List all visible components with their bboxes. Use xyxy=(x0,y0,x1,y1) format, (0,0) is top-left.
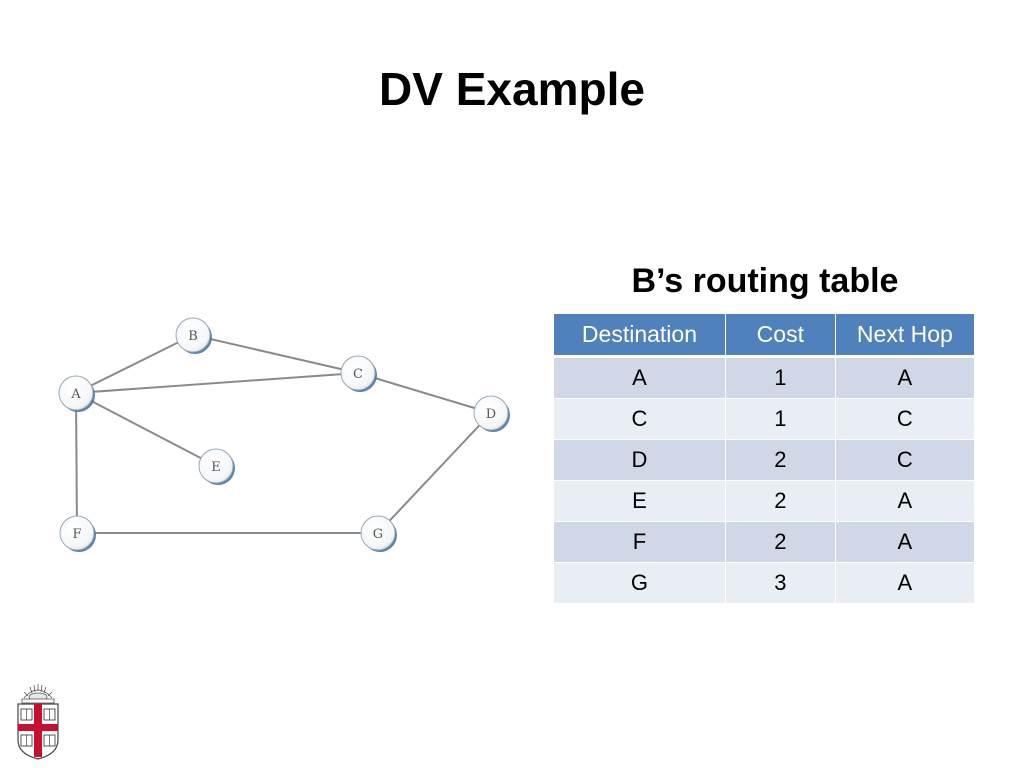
graph-node-label: A xyxy=(70,387,81,402)
university-shield-icon xyxy=(17,684,59,760)
cell-next-hop: A xyxy=(834,356,976,399)
graph-edge-a-f xyxy=(75,392,78,534)
cell-cost: 2 xyxy=(724,480,836,522)
graph-edge-a-c xyxy=(75,372,359,394)
cell-destination: D xyxy=(553,439,726,481)
network-graph: A B C D E F G xyxy=(58,317,510,552)
routing-table-header-row: Destination Cost Next Hop xyxy=(553,313,976,358)
graph-node-a: A xyxy=(58,375,95,412)
column-header-next-hop: Next Hop xyxy=(834,313,976,358)
graph-node-c: C xyxy=(340,355,377,392)
graph-edge-a-e xyxy=(75,392,217,467)
cell-next-hop: C xyxy=(834,398,976,440)
table-row: D 2 C xyxy=(553,439,976,481)
graph-node-label: B xyxy=(188,329,198,344)
graph-node-e: E xyxy=(198,448,235,485)
cell-cost: 1 xyxy=(724,398,836,440)
graph-edge-d-g xyxy=(377,412,492,534)
graph-node-label: E xyxy=(211,460,221,475)
graph-node-label: F xyxy=(72,527,81,542)
graph-edges xyxy=(75,334,492,534)
slide-title: DV Example xyxy=(379,63,645,115)
graph-node-label: D xyxy=(486,407,496,422)
cell-destination: C xyxy=(553,398,726,440)
graph-node-label: C xyxy=(353,367,363,382)
graph-node-g: G xyxy=(360,515,397,552)
graph-edge-b-c xyxy=(192,334,359,374)
table-row: F 2 A xyxy=(553,521,976,563)
graph-nodes: A B C D E F G xyxy=(58,317,510,552)
table-row: C 1 C xyxy=(553,398,976,440)
cell-destination: A xyxy=(553,356,726,399)
graph-node-f: F xyxy=(59,515,96,552)
column-header-cost: Cost xyxy=(724,313,836,358)
table-row: A 1 A xyxy=(553,356,976,399)
cell-destination: F xyxy=(553,521,726,563)
cell-cost: 3 xyxy=(724,562,836,604)
cell-destination: G xyxy=(553,562,726,604)
cell-next-hop: A xyxy=(834,521,976,563)
graph-edge-a-b xyxy=(75,334,194,394)
cell-next-hop: A xyxy=(834,562,976,604)
graph-node-b: B xyxy=(175,317,212,354)
graph-node-d: D xyxy=(473,395,510,432)
graph-edge-c-d xyxy=(357,372,492,414)
table-row: E 2 A xyxy=(553,480,976,522)
cell-next-hop: A xyxy=(834,480,976,522)
column-header-destination: Destination xyxy=(553,313,726,358)
routing-table: Destination Cost Next Hop A 1 A C 1 C D … xyxy=(553,313,976,604)
cell-cost: 2 xyxy=(724,439,836,481)
table-row: G 3 A xyxy=(553,562,976,604)
cell-cost: 1 xyxy=(724,356,836,399)
cell-cost: 2 xyxy=(724,521,836,563)
routing-table-title: B’s routing table xyxy=(631,262,899,300)
cell-next-hop: C xyxy=(834,439,976,481)
graph-node-label: G xyxy=(373,527,383,542)
cell-destination: E xyxy=(553,480,726,522)
